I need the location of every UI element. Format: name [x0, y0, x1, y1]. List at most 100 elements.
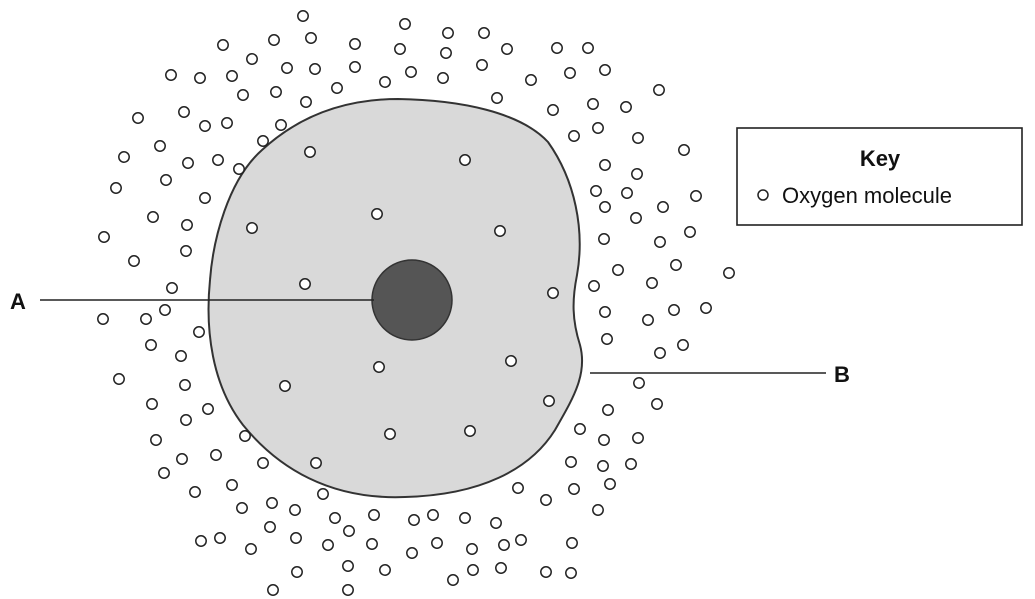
oxygen-molecule	[342, 584, 354, 596]
oxygen-molecule	[631, 168, 643, 180]
oxygen-molecule-icon	[757, 189, 769, 201]
oxygen-molecule	[568, 130, 580, 142]
oxygen-molecule	[723, 267, 735, 279]
oxygen-molecule	[405, 66, 417, 78]
oxygen-molecule	[245, 543, 257, 555]
oxygen-molecule	[343, 525, 355, 537]
oxygen-molecule	[408, 514, 420, 526]
oxygen-molecule	[574, 423, 586, 435]
oxygen-molecule	[113, 373, 125, 385]
oxygen-molecule	[525, 74, 537, 86]
oxygen-molecule	[495, 562, 507, 574]
oxygen-molecule	[331, 82, 343, 94]
oxygen-molecule	[700, 302, 712, 314]
oxygen-molecule	[540, 566, 552, 578]
oxygen-molecule	[128, 255, 140, 267]
oxygen-molecule	[199, 120, 211, 132]
oxygen-molecule	[226, 479, 238, 491]
oxygen-molecule	[437, 72, 449, 84]
oxygen-molecule	[490, 517, 502, 529]
oxygen-molecule	[678, 144, 690, 156]
oxygen-molecule	[132, 112, 144, 124]
oxygen-molecule	[612, 264, 624, 276]
oxygen-molecule	[630, 212, 642, 224]
oxygen-molecule	[158, 467, 170, 479]
oxygen-molecule	[257, 135, 269, 147]
oxygen-molecule	[178, 106, 190, 118]
oxygen-molecule	[349, 38, 361, 50]
oxygen-molecule	[592, 122, 604, 134]
oxygen-molecule	[268, 34, 280, 46]
oxygen-molecule	[646, 277, 658, 289]
oxygen-molecule	[690, 190, 702, 202]
oxygen-molecule	[599, 306, 611, 318]
label-b: B	[834, 362, 850, 387]
label-a: A	[10, 289, 26, 314]
oxygen-molecule	[195, 535, 207, 547]
oxygen-molecule	[427, 509, 439, 521]
oxygen-molecule	[373, 361, 385, 373]
oxygen-molecule	[670, 259, 682, 271]
oxygen-molecule	[236, 502, 248, 514]
oxygen-molecule	[491, 92, 503, 104]
oxygen-molecule	[590, 185, 602, 197]
oxygen-molecule	[601, 333, 613, 345]
oxygen-molecule	[342, 560, 354, 572]
oxygen-molecule	[145, 339, 157, 351]
oxygen-molecule	[304, 146, 316, 158]
oxygen-molecule	[97, 313, 109, 325]
oxygen-molecule	[604, 478, 616, 490]
oxygen-molecule	[442, 27, 454, 39]
oxygen-molecule	[266, 497, 278, 509]
oxygen-molecule	[379, 564, 391, 576]
oxygen-molecule	[602, 404, 614, 416]
oxygen-molecule	[551, 42, 563, 54]
oxygen-molecules	[97, 10, 735, 596]
oxygen-molecule	[310, 457, 322, 469]
oxygen-molecule	[118, 151, 130, 163]
oxygen-molecule	[217, 39, 229, 51]
oxygen-molecule	[464, 425, 476, 437]
oxygen-molecule	[239, 430, 251, 442]
oxygen-molecule	[305, 32, 317, 44]
oxygen-molecule	[547, 104, 559, 116]
oxygen-molecule	[291, 566, 303, 578]
oxygen-molecule	[494, 225, 506, 237]
oxygen-molecule	[246, 53, 258, 65]
oxygen-molecule	[394, 43, 406, 55]
oxygen-molecule	[505, 355, 517, 367]
key-box: Key Oxygen molecule	[736, 127, 1023, 226]
oxygen-molecule	[371, 208, 383, 220]
oxygen-molecule	[212, 154, 224, 166]
oxygen-molecule	[281, 62, 293, 74]
oxygen-molecule	[322, 539, 334, 551]
oxygen-molecule	[642, 314, 654, 326]
oxygen-molecule	[599, 159, 611, 171]
oxygen-molecule	[193, 326, 205, 338]
oxygen-molecule	[210, 449, 222, 461]
oxygen-molecule	[632, 132, 644, 144]
oxygen-molecule	[568, 483, 580, 495]
oxygen-molecule	[257, 457, 269, 469]
oxygen-molecule	[587, 98, 599, 110]
oxygen-molecule	[476, 59, 488, 71]
oxygen-molecule	[501, 43, 513, 55]
oxygen-molecule	[214, 532, 226, 544]
oxygen-molecule	[677, 339, 689, 351]
oxygen-molecule	[620, 101, 632, 113]
oxygen-molecule	[657, 201, 669, 213]
oxygen-molecule	[651, 398, 663, 410]
key-item-label: Oxygen molecule	[782, 183, 952, 208]
oxygen-molecule	[289, 504, 301, 516]
oxygen-molecule	[668, 304, 680, 316]
oxygen-molecule	[237, 89, 249, 101]
oxygen-molecule	[625, 458, 637, 470]
oxygen-molecule	[447, 574, 459, 586]
oxygen-molecule	[466, 543, 478, 555]
oxygen-molecule	[684, 226, 696, 238]
oxygen-molecule	[654, 347, 666, 359]
oxygen-molecule	[202, 403, 214, 415]
oxygen-molecule	[633, 377, 645, 389]
oxygen-molecule	[110, 182, 122, 194]
